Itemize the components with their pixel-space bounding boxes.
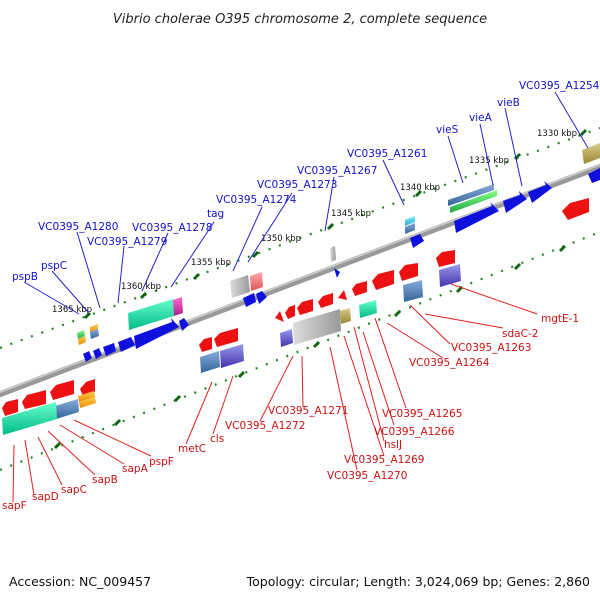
scale-label-1330: 1330 kbp bbox=[537, 129, 577, 139]
gene-reverse-arrow[interactable] bbox=[285, 305, 295, 319]
forward-labels: VC0395_A1254 vieB vieA vieS VC0395_A1261… bbox=[12, 80, 600, 283]
gene-label-VC0395_A1254[interactable]: VC0395_A1254 bbox=[519, 80, 600, 92]
gene-reverse-arrow[interactable] bbox=[338, 290, 347, 300]
gene-reverse-arrow[interactable] bbox=[2, 399, 18, 416]
scale-label-1350: 1350 kbp bbox=[261, 234, 301, 244]
gene-label-hslJ[interactable]: hslJ bbox=[384, 439, 402, 451]
summary-text: Topology: circular; Length: 3,024,069 bp… bbox=[246, 574, 590, 589]
gene-label-sdaC-2[interactable]: sdaC-2 bbox=[502, 328, 538, 340]
gene-forward-arrow[interactable] bbox=[179, 318, 189, 331]
gene-label-sapF[interactable]: sapF bbox=[2, 500, 27, 512]
gene-reverse-arrow[interactable] bbox=[50, 380, 74, 400]
accession-text: Accession: NC_009457 bbox=[9, 574, 151, 589]
gene-label-VC0395_A1269[interactable]: VC0395_A1269 bbox=[344, 454, 424, 466]
scale-label-1355: 1355 kbp bbox=[191, 258, 231, 268]
gene-label-VC0395_A1279[interactable]: VC0395_A1279 bbox=[87, 236, 167, 248]
gene-label-VC0395_A1265[interactable]: VC0395_A1265 bbox=[382, 408, 462, 420]
forward-genes bbox=[83, 168, 600, 362]
gene-label-pspC[interactable]: pspC bbox=[41, 260, 67, 272]
gene-label-VC0395_A1267[interactable]: VC0395_A1267 bbox=[297, 165, 377, 177]
gene-reverse-arrow[interactable] bbox=[562, 198, 589, 220]
gene-label-VC0395_A1278[interactable]: VC0395_A1278 bbox=[132, 222, 212, 234]
gene-forward-arrow[interactable] bbox=[134, 318, 179, 349]
gene-forward-arrow[interactable] bbox=[410, 234, 424, 248]
reverse-labels: mgtE-1 sdaC-2 VC0395_A1263 VC0395_A1264 … bbox=[2, 313, 579, 512]
gene-label-VC0395_A1280[interactable]: VC0395_A1280 bbox=[38, 221, 118, 233]
gene-reverse-arrow[interactable] bbox=[372, 270, 394, 290]
gene-forward-arrow[interactable] bbox=[334, 268, 340, 278]
gene-label-sapA[interactable]: sapA bbox=[122, 463, 149, 475]
gene-forward-arrow[interactable] bbox=[103, 343, 116, 356]
gene-reverse-arrow[interactable] bbox=[352, 281, 367, 296]
gene-forward-arrow[interactable] bbox=[93, 348, 102, 359]
gene-forward-arrow[interactable] bbox=[588, 168, 600, 183]
gene-reverse-arrow[interactable] bbox=[199, 337, 212, 352]
gene-forward-arrow[interactable] bbox=[256, 291, 267, 304]
forward-leaders bbox=[23, 91, 589, 315]
gene-forward-arrow[interactable] bbox=[503, 191, 527, 213]
gene-reverse-arrow[interactable] bbox=[318, 293, 333, 308]
gene-label-VC0395_A1274[interactable]: VC0395_A1274 bbox=[216, 194, 297, 206]
gene-label-vieB[interactable]: vieB bbox=[497, 97, 520, 109]
reverse-genes bbox=[2, 198, 589, 416]
scale-label-1360: 1360 kbp bbox=[121, 282, 161, 292]
gene-label-VC0395_A1273[interactable]: VC0395_A1273 bbox=[257, 179, 337, 191]
gene-reverse-arrow[interactable] bbox=[297, 299, 313, 315]
gene-reverse-arrow[interactable] bbox=[80, 379, 95, 396]
gene-label-VC0395_A1270[interactable]: VC0395_A1270 bbox=[327, 470, 407, 482]
gene-label-sapD[interactable]: sapD bbox=[32, 491, 59, 503]
gene-label-sapB[interactable]: sapB bbox=[92, 474, 118, 486]
gene-label-VC0395_A1271[interactable]: VC0395_A1271 bbox=[268, 405, 348, 417]
gene-label-vieA[interactable]: vieA bbox=[469, 112, 493, 124]
gene-label-pspB[interactable]: pspB bbox=[12, 271, 38, 283]
gene-label-sapC[interactable]: sapC bbox=[61, 484, 87, 496]
reverse-leaders bbox=[12, 283, 538, 503]
gene-reverse-arrow[interactable] bbox=[399, 263, 418, 281]
reverse-features bbox=[2, 264, 461, 435]
gene-label-metC[interactable]: metC bbox=[178, 443, 206, 455]
scale-label-1335: 1335 kbp bbox=[469, 156, 509, 166]
gene-forward-arrow[interactable] bbox=[243, 293, 256, 307]
gene-label-VC0395_A1263[interactable]: VC0395_A1263 bbox=[451, 342, 531, 354]
gene-label-cls[interactable]: cls bbox=[210, 433, 224, 445]
map-title: Vibrio cholerae O395 chromosome 2, compl… bbox=[113, 12, 487, 27]
gene-label-tag[interactable]: tag bbox=[207, 208, 224, 220]
gene-label-VC0395_A1261[interactable]: VC0395_A1261 bbox=[347, 148, 427, 160]
gene-label-VC0395_A1266[interactable]: VC0395_A1266 bbox=[374, 426, 455, 438]
gene-forward-arrow[interactable] bbox=[528, 181, 552, 203]
gene-forward-arrow[interactable] bbox=[118, 337, 135, 352]
gene-label-VC0395_A1272[interactable]: VC0395_A1272 bbox=[225, 420, 305, 432]
gene-label-pspF[interactable]: pspF bbox=[149, 456, 174, 468]
scale-label-1340: 1340 kbp bbox=[400, 183, 440, 193]
gene-label-VC0395_A1264[interactable]: VC0395_A1264 bbox=[409, 357, 490, 369]
gene-reverse-arrow[interactable] bbox=[214, 328, 238, 347]
gene-reverse-arrow[interactable] bbox=[275, 311, 284, 322]
scale-track-top bbox=[0, 126, 600, 350]
gene-forward-arrow[interactable] bbox=[454, 202, 499, 233]
gene-forward-arrow[interactable] bbox=[83, 351, 92, 362]
scale-label-1345: 1345 kbp bbox=[331, 209, 371, 219]
gene-label-mgtE-1[interactable]: mgtE-1 bbox=[541, 313, 579, 325]
gene-reverse-arrow[interactable] bbox=[436, 250, 455, 267]
gene-reverse-arrow[interactable] bbox=[22, 390, 46, 409]
forward-features bbox=[77, 143, 600, 345]
gene-label-vieS[interactable]: vieS bbox=[436, 124, 459, 136]
